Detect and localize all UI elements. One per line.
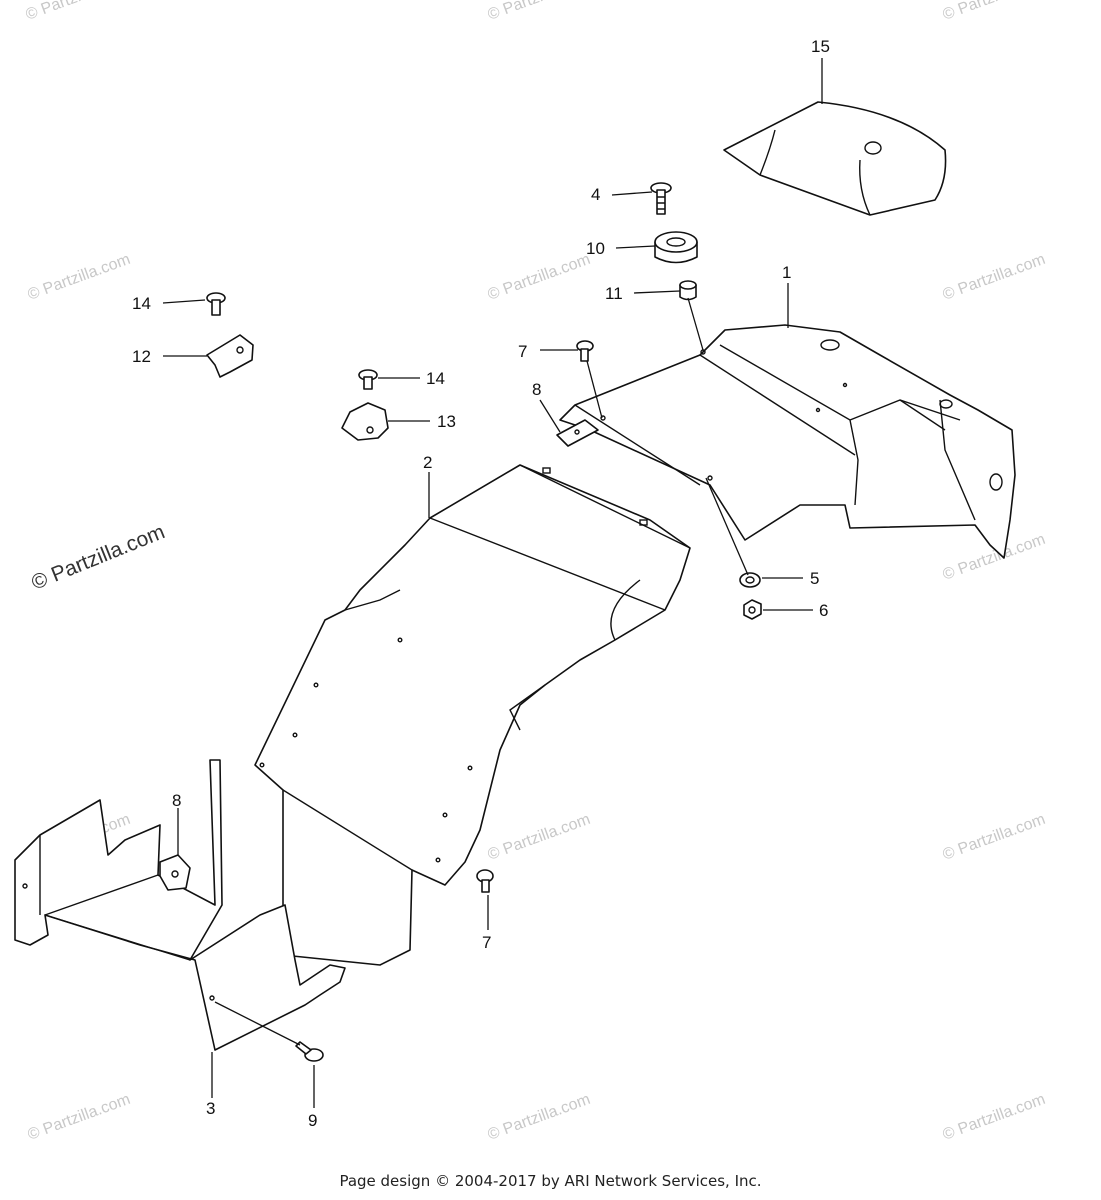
part-14-screw-upper[interactable] — [206, 292, 226, 316]
part-8-clamp-lower[interactable] — [159, 854, 191, 891]
watermark: © Partzilla.com — [26, 1091, 133, 1144]
part-12-clamp[interactable] — [206, 334, 254, 378]
watermark: © Partzilla.com — [941, 1091, 1048, 1144]
callout-5: 5 — [810, 569, 819, 588]
watermark: © Partzilla.com — [941, 811, 1048, 864]
part-1-rear-fender[interactable] — [559, 324, 1016, 559]
callouts: 15 4 10 11 1 7 8 14 12 14 13 2 5 6 8 7 3… — [132, 37, 830, 1130]
part-5-grommet[interactable] — [739, 572, 761, 588]
part-4-bolt[interactable] — [650, 182, 672, 215]
callout-11: 11 — [605, 284, 623, 303]
callout-14-lower: 14 — [426, 369, 445, 388]
watermark: © Partzilla.com — [486, 811, 593, 864]
part-3-flap[interactable] — [14, 759, 346, 1051]
callout-9: 9 — [308, 1111, 317, 1130]
watermark: © Partzilla.com — [24, 0, 131, 24]
watermark: © Partzilla.com — [26, 251, 133, 304]
callout-6: 6 — [819, 601, 828, 620]
page-footer: Page design © 2004-2017 by ARI Network S… — [339, 1172, 762, 1190]
part-2-front-fender[interactable] — [254, 464, 691, 966]
part-8-clamp-upper[interactable] — [556, 419, 599, 447]
watermark: © Partzilla.com — [486, 0, 593, 24]
part-15-cover[interactable] — [723, 101, 947, 216]
part-14-screw-lower[interactable] — [358, 369, 378, 390]
callout-3: 3 — [206, 1099, 215, 1118]
watermark: © Partzilla.com — [486, 251, 593, 304]
part-7-screw-upper[interactable] — [576, 340, 594, 362]
callout-7-lower: 7 — [482, 933, 491, 952]
part-13-clamp[interactable] — [341, 402, 389, 441]
part-10-cushion[interactable] — [654, 231, 698, 264]
part-7-screw-lower[interactable] — [476, 869, 494, 893]
callout-12: 12 — [132, 347, 151, 366]
callout-4: 4 — [591, 185, 600, 204]
callout-1: 1 — [782, 263, 791, 282]
callout-8-lower: 8 — [172, 791, 181, 810]
callout-7-upper: 7 — [518, 342, 527, 361]
part-11-collar[interactable] — [679, 280, 697, 301]
watermark: © Partzilla.com — [941, 251, 1048, 304]
part-6-nut[interactable] — [743, 599, 762, 620]
watermark: © Partzilla.com — [486, 1091, 593, 1144]
callout-10: 10 — [586, 239, 605, 258]
leader-lines — [162, 58, 823, 1108]
watermark: © Partzilla.com — [941, 0, 1048, 24]
callout-2: 2 — [423, 453, 432, 472]
callout-13: 13 — [437, 412, 456, 431]
callout-14-upper: 14 — [132, 294, 151, 313]
callout-8-upper: 8 — [532, 380, 541, 399]
callout-15: 15 — [811, 37, 830, 56]
watermark-large: © Partzilla.com — [28, 520, 168, 594]
